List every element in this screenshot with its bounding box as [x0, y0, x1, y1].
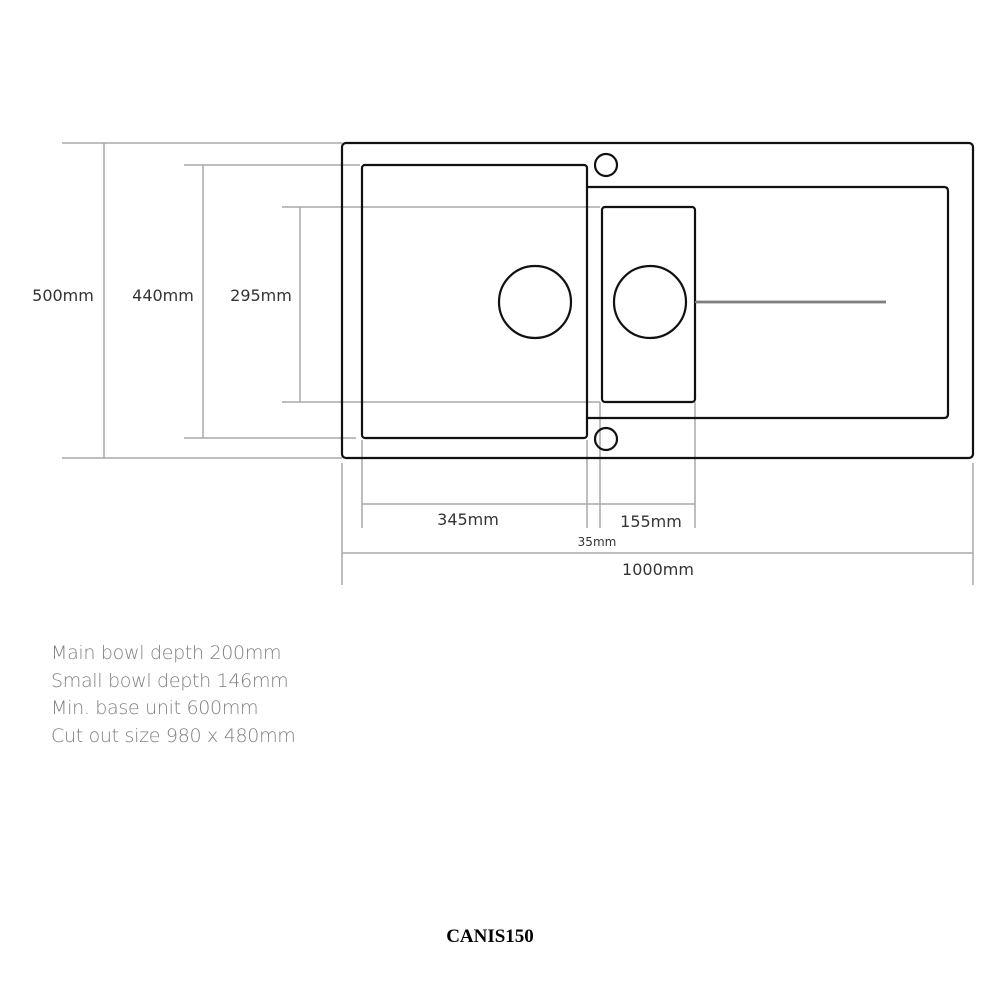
- tap-hole-bottom-icon: [593, 426, 619, 452]
- tap-hole-top-icon: [593, 152, 619, 178]
- dimension-lines: [62, 142, 974, 585]
- model-name: CANIS150: [446, 926, 534, 947]
- sink-outline: [340, 141, 975, 460]
- spec-list: Main bowl depth 200mm Small bowl depth 1…: [51, 640, 296, 750]
- spec-main-bowl-depth: Main bowl depth 200mm: [51, 642, 282, 664]
- spec-cut-out-size: Cut out size 980 x 480mm: [51, 724, 296, 747]
- dim-gap: 35mm: [578, 535, 617, 549]
- small-bowl: [600, 205, 697, 404]
- dim-overall-width: 1000mm: [622, 560, 694, 579]
- dim-small-bowl-width: 155mm: [620, 512, 682, 531]
- main-bowl: [360, 163, 589, 440]
- spec-min-base-unit: Min. base unit 600mm: [51, 697, 259, 719]
- dim-small-bowl-length: 295mm: [230, 286, 292, 305]
- main-waste-icon: [497, 264, 573, 340]
- dim-bowl-outline-depth: 440mm: [132, 286, 194, 305]
- dim-main-bowl-width: 345mm: [437, 510, 499, 529]
- sink-outer-edge: [340, 141, 975, 460]
- spec-small-bowl-depth: Small bowl depth 146mm: [51, 669, 289, 692]
- dim-overall-depth: 500mm: [32, 286, 94, 305]
- drainer-area: [587, 185, 950, 420]
- small-waste-icon: [612, 264, 688, 340]
